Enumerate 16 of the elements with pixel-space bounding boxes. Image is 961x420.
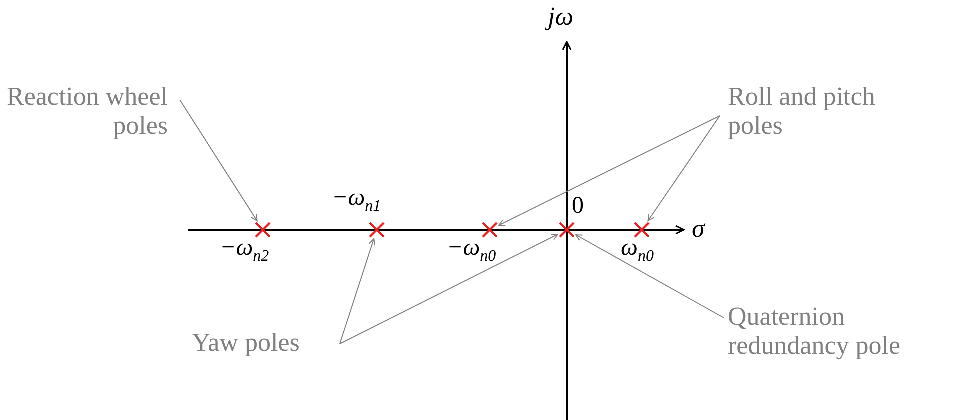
callout-text: Quaternion redundancy pole: [728, 302, 960, 360]
callout-text: Reaction wheel poles: [0, 82, 168, 140]
pole-value-label: −ω$_{n1}$: [332, 185, 382, 216]
pole-value-label: −ω$_{n2}$: [220, 235, 270, 266]
leader-line: [340, 238, 376, 344]
leader-line: [648, 116, 720, 222]
leader-line: [498, 116, 720, 226]
pole-value-label: ω$_{n0}$: [621, 235, 654, 266]
callout-text: Yaw poles: [192, 328, 332, 357]
leader-line: [340, 234, 558, 344]
callout-text: Roll and pitch poles: [728, 82, 878, 140]
leader-line: [576, 234, 724, 318]
pole-value-label: −ω$_{n0}$: [447, 235, 496, 266]
x-axis-label: σ: [692, 214, 705, 244]
pole-value-label: 0: [572, 193, 584, 220]
leader-line: [180, 100, 258, 222]
